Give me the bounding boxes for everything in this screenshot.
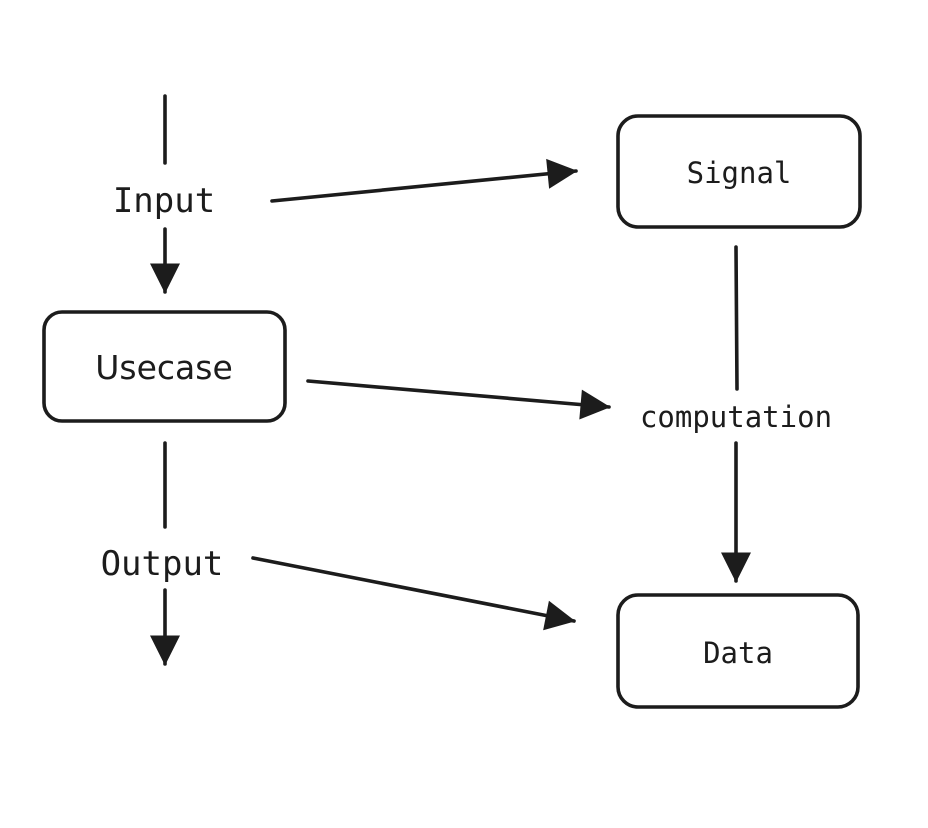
node-data-label: Data (703, 636, 773, 670)
node-input-label: Input (113, 181, 215, 221)
node-data-box (616, 593, 860, 709)
node-signal: Signal (616, 114, 862, 229)
node-signal-label: Signal (687, 156, 792, 190)
node-usecase-box (42, 310, 287, 423)
node-usecase: Usecase (42, 310, 287, 423)
edge-output-to-data-arrow (251, 556, 576, 631)
node-output-label: Output (101, 544, 224, 584)
node-computation-label: computation (640, 400, 832, 434)
edge-usecase-to-computation-arrow (306, 379, 611, 420)
node-data: Data (616, 593, 860, 709)
node-signal-box (616, 114, 862, 229)
node-usecase-label: Usecase (95, 348, 233, 387)
edge-signal-to-computation (734, 245, 739, 391)
edge-input-to-signal-arrow (270, 158, 578, 203)
